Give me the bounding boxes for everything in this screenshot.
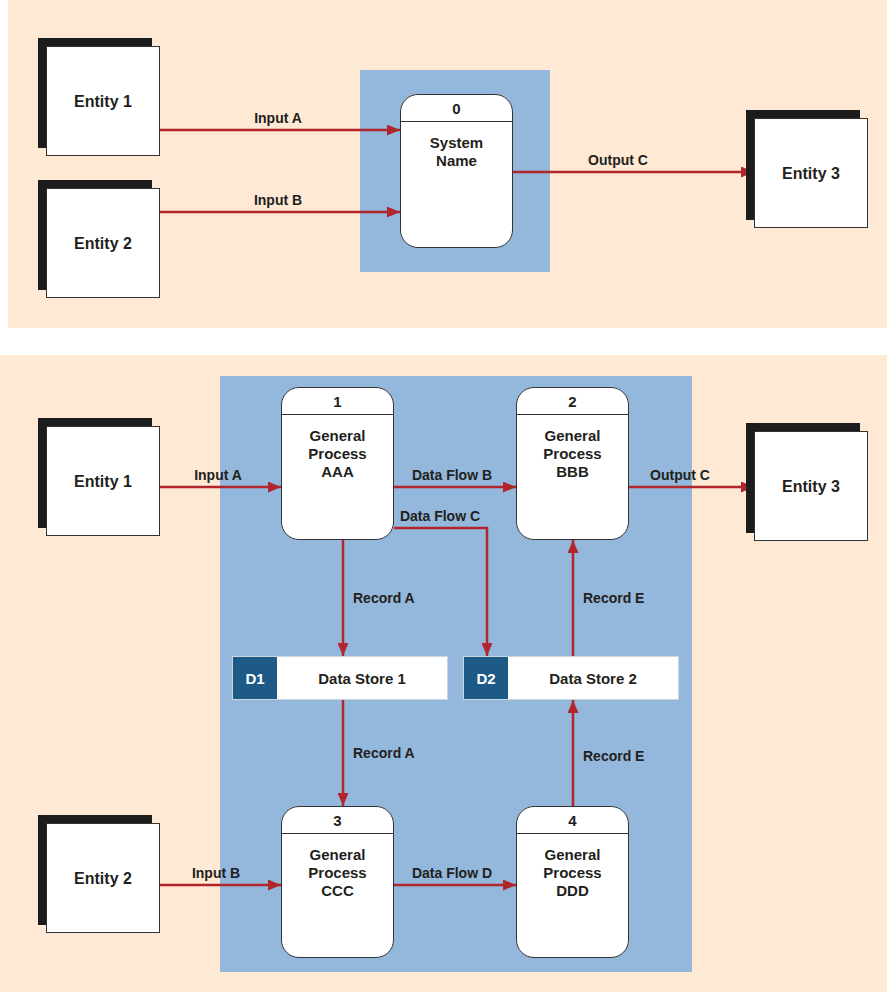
process-box: 0System Name: [400, 94, 513, 248]
process-box: 4General Process DDD: [516, 806, 629, 958]
entity-name: Entity 1: [71, 472, 135, 491]
process-name: System Name: [411, 134, 503, 170]
process-body: General Process CCC: [282, 834, 393, 908]
process-body: General Process AAA: [282, 415, 393, 489]
store-id: D1: [233, 657, 277, 699]
data-flow-arrow: [629, 486, 754, 489]
process-box: 2General Process BBB: [516, 387, 629, 540]
store-name: Data Store 2: [508, 657, 678, 699]
external-entity: Entity 1: [46, 426, 160, 536]
external-entity: Entity 3: [754, 431, 868, 541]
process-name: General Process CCC: [292, 846, 384, 900]
data-flow-arrow: [160, 129, 400, 132]
flow-label: Input B: [192, 865, 240, 881]
flow-label: Data Flow C: [400, 508, 480, 524]
process-number: 2: [517, 388, 628, 415]
flow-label: Output C: [588, 152, 648, 168]
flow-label: Record A: [353, 590, 415, 606]
external-entity: Entity 1: [46, 46, 160, 156]
entity-name: Entity 3: [779, 477, 843, 496]
data-store: D1Data Store 1: [232, 656, 448, 700]
data-flow-arrow: [160, 211, 400, 214]
store-name: Data Store 1: [277, 657, 447, 699]
process-body: General Process DDD: [517, 834, 628, 908]
flow-label: Input B: [254, 192, 302, 208]
process-body: General Process BBB: [517, 415, 628, 489]
process-box: 3General Process CCC: [281, 806, 394, 958]
data-flow-arrow: [342, 700, 345, 806]
data-flow-arrow: [160, 486, 281, 489]
data-flow-arrow: [342, 540, 345, 656]
process-box: 1General Process AAA: [281, 387, 394, 540]
process-number: 1: [282, 388, 393, 415]
data-flow-arrow: [394, 486, 516, 489]
external-entity: Entity 2: [46, 188, 160, 298]
process-name: General Process AAA: [292, 427, 384, 481]
data-store: D2Data Store 2: [463, 656, 679, 700]
process-body: System Name: [401, 122, 512, 178]
flow-label: Output C: [650, 467, 710, 483]
flow-label: Record E: [583, 748, 644, 764]
entity-name: Entity 3: [779, 164, 843, 183]
external-entity: Entity 2: [46, 823, 160, 933]
flow-label: Data Flow B: [412, 467, 492, 483]
process-name: General Process DDD: [527, 846, 619, 900]
flow-label: Record E: [583, 590, 644, 606]
data-flow-arrow: [394, 884, 516, 887]
process-number: 3: [282, 807, 393, 834]
flow-label: Input A: [254, 110, 302, 126]
external-entity: Entity 3: [754, 118, 868, 228]
flow-label: Input A: [194, 467, 242, 483]
entity-name: Entity 2: [71, 234, 135, 253]
process-number: 4: [517, 807, 628, 834]
flow-label: Record A: [353, 745, 415, 761]
data-flow-arrow: [572, 540, 575, 656]
store-id: D2: [464, 657, 508, 699]
data-flow-arrow: [513, 171, 754, 174]
flow-label: Data Flow D: [412, 865, 492, 881]
data-flow-arrow: [160, 884, 281, 887]
process-name: General Process BBB: [527, 427, 619, 481]
entity-name: Entity 1: [71, 92, 135, 111]
data-flow-arrow: [572, 700, 575, 806]
process-number: 0: [401, 95, 512, 122]
entity-name: Entity 2: [71, 869, 135, 888]
